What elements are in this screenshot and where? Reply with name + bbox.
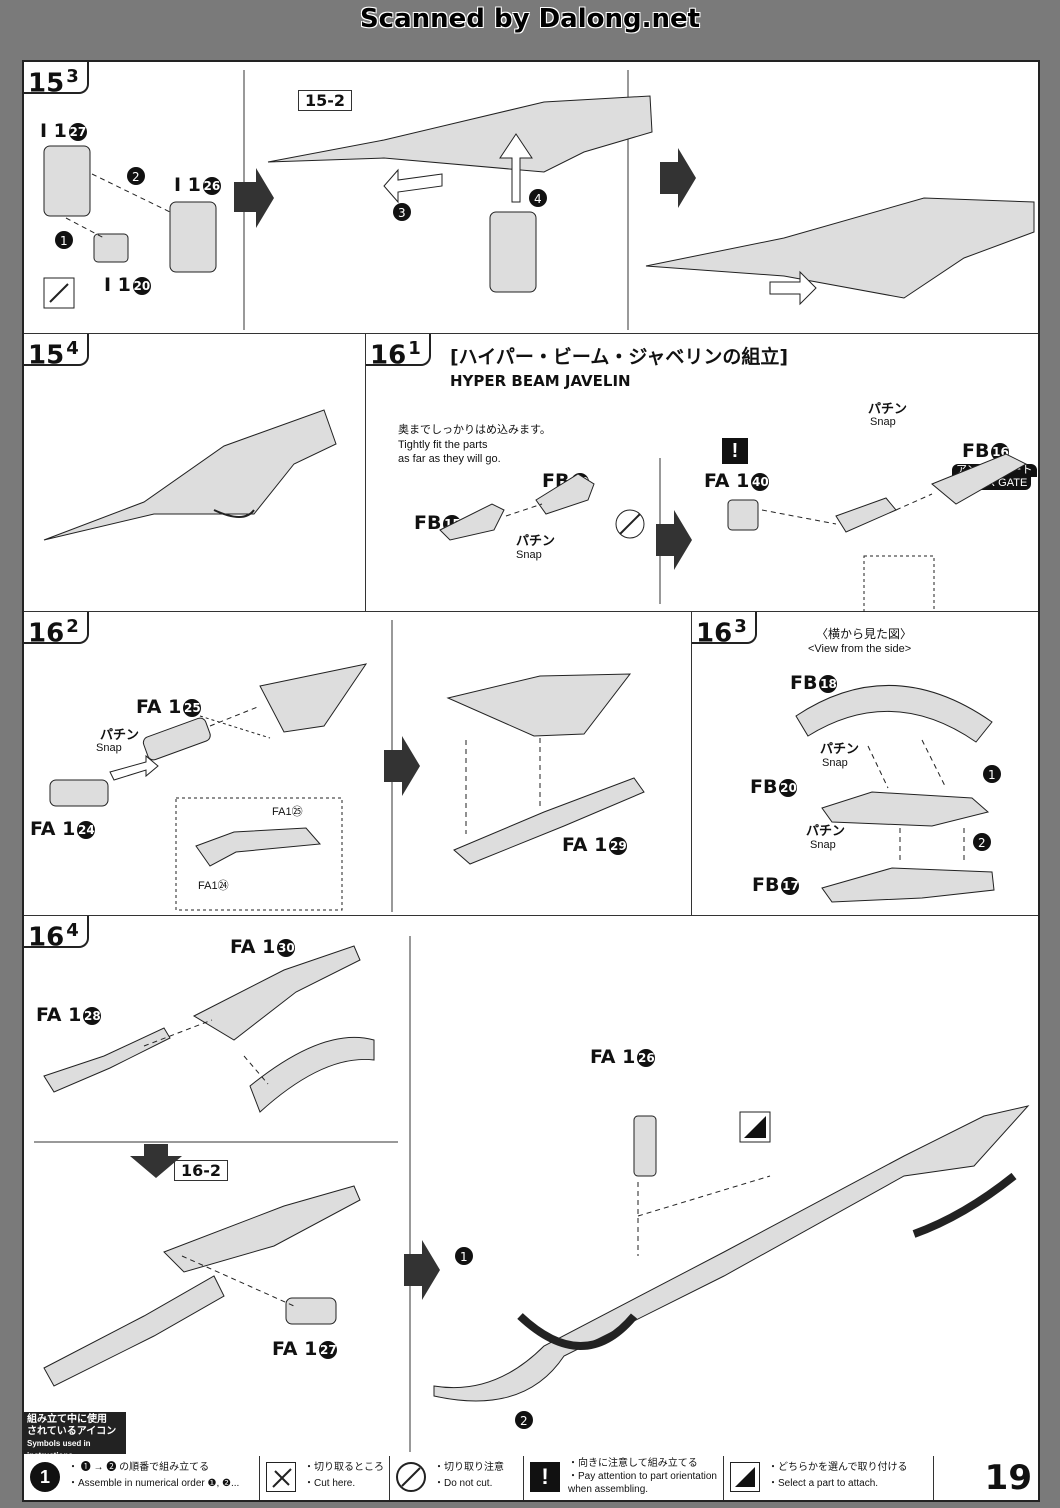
legend-text-jp: ・切り取り注意 bbox=[434, 1462, 504, 1473]
snap-label-jp-2: パチン bbox=[868, 401, 908, 416]
symbols-legend-heading: 組み立て中に使用 されているアイコン Symbols used in instr… bbox=[24, 1412, 126, 1460]
legend-select-part: ・どちらかを選んで取り付ける ・Select a part to attach. bbox=[724, 1456, 934, 1500]
legend-numbered-order: 1 ・ ❶ → ❷ の順番で組み立てる ・Assemble in numeric… bbox=[24, 1456, 260, 1500]
snap-label-en: Snap bbox=[516, 549, 542, 561]
select-part-icon bbox=[730, 1462, 760, 1492]
svg-text:3: 3 bbox=[398, 206, 406, 220]
snap-label-en: Snap bbox=[96, 742, 122, 754]
snap-label-en: Snap bbox=[822, 757, 848, 769]
legend-text-jp: ・どちらかを選んで取り付ける bbox=[768, 1462, 908, 1473]
attention-icon: ! bbox=[722, 438, 748, 464]
svg-text:2: 2 bbox=[132, 170, 140, 184]
legend-text-en: ・Select a part to attach. bbox=[768, 1478, 879, 1489]
svg-text:1: 1 bbox=[60, 234, 68, 248]
numbered-order-icon: 1 bbox=[30, 1462, 60, 1492]
snap-label-en-2: Snap bbox=[870, 416, 896, 428]
legend-text-jp: ・切り取るところ bbox=[304, 1462, 384, 1473]
detail-label-fa1-24: FA1㉔ bbox=[198, 880, 229, 892]
fit-note-en-2: as far as they will go. bbox=[398, 453, 501, 465]
step-16-3-artwork: 1 2 bbox=[795, 684, 1001, 903]
svg-text:4: 4 bbox=[534, 192, 542, 206]
legend-text-jp: ・ ❶ → ❷ の順番で組み立てる bbox=[68, 1462, 210, 1473]
snap-label-jp: パチン bbox=[100, 727, 140, 742]
snap-label-jp: パチン bbox=[516, 533, 556, 548]
legend-text-en: ・Pay attention to part orientation bbox=[568, 1471, 717, 1482]
ref-15-2: 15-2 bbox=[298, 90, 353, 111]
snap-label-jp: パチン bbox=[820, 741, 860, 756]
fit-note-en-1: Tightly fit the parts bbox=[398, 439, 488, 451]
step-15-4-artwork bbox=[43, 409, 337, 541]
page-number: 19 bbox=[984, 1458, 1032, 1498]
symbols-heading-en: Symbols used in instructions bbox=[27, 1439, 91, 1460]
section-title-en: HYPER BEAM JAVELIN bbox=[450, 372, 631, 390]
step-16-4-artwork: 1 2 bbox=[34, 936, 1030, 1452]
legend-do-not-cut: ・切り取り注意 ・Do not cut. bbox=[390, 1456, 524, 1500]
symbols-heading-line2: されているアイコン bbox=[27, 1426, 117, 1437]
svg-text:1: 1 bbox=[988, 768, 996, 782]
nipper-cut-icon bbox=[266, 1462, 296, 1492]
svg-text:1: 1 bbox=[460, 1250, 468, 1264]
snap-label-jp-2: パチン bbox=[806, 823, 846, 838]
view-from-side-jp: 〈横から見た図〉 bbox=[816, 627, 913, 641]
symbols-legend-bar: 1 ・ ❶ → ❷ の順番で組み立てる ・Assemble in numeric… bbox=[22, 1456, 1040, 1502]
svg-text:2: 2 bbox=[520, 1414, 528, 1428]
step-16-1-artwork bbox=[439, 453, 1028, 623]
symbols-heading-line1: 組み立て中に使用 bbox=[27, 1414, 107, 1425]
view-from-side-en: <View from the side> bbox=[808, 643, 912, 655]
fit-note-jp: 奥までしっかりはめ込みます。 bbox=[398, 424, 551, 436]
legend-text-en: ・Cut here. bbox=[304, 1478, 356, 1489]
legend-cut-here: ・切り取るところ ・Cut here. bbox=[260, 1456, 390, 1500]
ref-16-2: 16-2 bbox=[174, 1160, 229, 1181]
legend-text-en-2: when assembling. bbox=[568, 1484, 649, 1495]
legend-attention: ! ・向きに注意して組み立てる ・Pay attention to part o… bbox=[524, 1456, 724, 1500]
watermark: Scanned by Dalong.net bbox=[359, 4, 701, 34]
section-title-jp: [ハイパー・ビーム・ジャベリンの組立] bbox=[450, 346, 789, 368]
legend-text-jp: ・向きに注意して組み立てる bbox=[568, 1458, 698, 1469]
attention-icon: ! bbox=[530, 1462, 560, 1492]
detail-label-fa1-25: FA1㉕ bbox=[272, 806, 303, 818]
step-15-3-artwork: 2 1 3 4 bbox=[43, 70, 1035, 330]
snap-label-en-2: Snap bbox=[810, 839, 836, 851]
legend-text-en: ・Do not cut. bbox=[434, 1478, 493, 1489]
legend-text-en: ・Assemble in numerical order ❶, ❷... bbox=[68, 1478, 240, 1489]
do-not-cut-icon bbox=[396, 1462, 426, 1492]
svg-text:2: 2 bbox=[978, 836, 986, 850]
step-16-2-artwork bbox=[49, 620, 645, 912]
